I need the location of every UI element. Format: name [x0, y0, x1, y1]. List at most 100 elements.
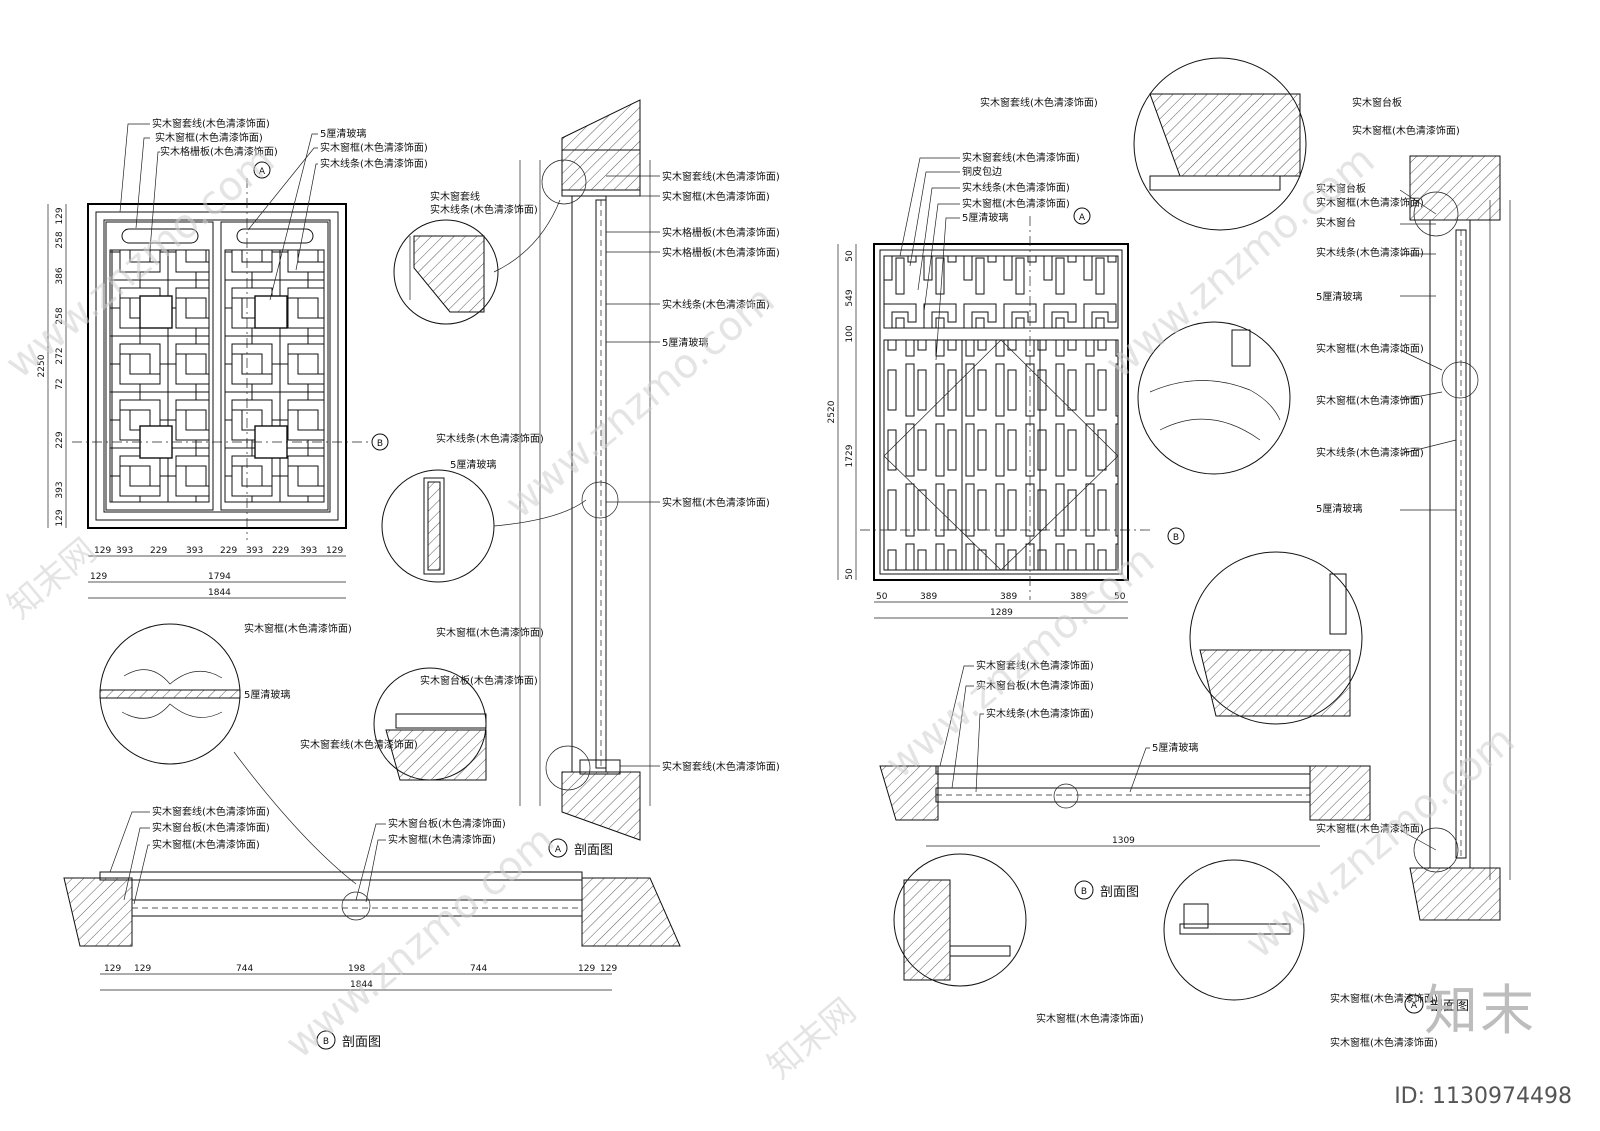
right-sa-label-6: 实木窗框(木色清漆饰面) — [1316, 394, 1424, 407]
right-sa-label-5: 实木窗框(木色清漆饰面) — [1316, 342, 1424, 355]
right-sb-label-1: 实木窗台板(木色清漆饰面) — [976, 679, 1094, 692]
dim: 1729 — [845, 444, 855, 467]
dim: 393 — [300, 546, 317, 556]
right-sa-leaders — [1399, 189, 1457, 851]
dim: 129 — [55, 207, 65, 224]
right-marker-a: A — [1079, 213, 1086, 223]
left-sb-label-1: 实木窗台板(木色清漆饰面) — [152, 821, 270, 834]
dim: 389 — [920, 592, 937, 602]
dim: 129 — [104, 964, 121, 974]
left-elevation-leaders — [119, 123, 318, 301]
dim: 72 — [55, 378, 65, 389]
left-sa-label-0: 实木窗套线(木色清漆饰面) — [662, 170, 780, 183]
left-elev-label-0: 实木窗套线(木色清漆饰面) — [152, 117, 270, 130]
left-elevation: A B 实木窗套线(木色清漆饰面) 实木窗框(木色清漆饰面) 实木格栅板(木色清… — [37, 117, 428, 599]
right-sb-leaders — [939, 665, 1150, 793]
left-detail-label-5: 实木窗台板(木色清漆饰面) — [420, 674, 538, 687]
left-width-inner-total: 1794 — [208, 572, 231, 582]
left-detail-label-6: 实木窗套线(木色清漆饰面) — [300, 738, 418, 751]
dim: 129 — [578, 964, 595, 974]
right-sb-title: 剖面图 — [1100, 885, 1139, 900]
right-sa-label-9: 实木窗框(木色清漆饰面) — [1316, 822, 1424, 835]
right-height-total: 2520 — [827, 400, 837, 423]
right-sb-label-0: 实木窗套线(木色清漆饰面) — [976, 659, 1094, 672]
left-sb-label-0: 实木窗套线(木色清漆饰面) — [152, 805, 270, 818]
dim: 50 — [1114, 592, 1126, 602]
right-detail-label-2: 实木窗套线(木色清漆饰面) — [980, 96, 1098, 109]
dim: 229 — [272, 546, 289, 556]
left-details: 实木窗套线 实木线条(木色清漆饰面) 实木线条(木色清漆饰面) 5厘清玻璃 实木… — [99, 190, 587, 885]
dim: 272 — [55, 347, 65, 364]
left-section-a: 实木窗套线(木色清漆饰面) 实木窗框(木色清漆饰面) 实木格栅板(木色清漆饰面)… — [519, 99, 780, 858]
dim: 129 — [94, 546, 111, 556]
left-height-dims: 129 258 386 258 272 72 229 393 129 — [55, 207, 65, 526]
left-elev-label-3: 5厘清玻璃 — [320, 127, 366, 140]
left-sa-marker: A — [555, 845, 562, 855]
dim: 744 — [236, 964, 253, 974]
dim: 258 — [55, 307, 65, 324]
left-marker-a: A — [259, 167, 266, 177]
left-sa-label-3: 实木格栅板(木色清漆饰面) — [662, 246, 780, 259]
brand-logo: 知末 — [1424, 979, 1536, 1042]
right-sa-label-7: 实木线条(木色清漆饰面) — [1316, 446, 1424, 459]
right-sa-label-3: 实木线条(木色清漆饰面) — [1316, 246, 1424, 259]
right-elev-label-2: 实木线条(木色清漆饰面) — [962, 181, 1070, 194]
right-elevation: A B 实木窗套线(木色清漆饰面) 铜皮包边 实木线条(木色清漆饰面) 实木窗框… — [827, 151, 1185, 619]
left-detail-label-2: 实木线条(木色清漆饰面) — [436, 432, 544, 445]
left-sa-label-7: 实木窗套线(木色清漆饰面) — [662, 760, 780, 773]
dim: 129 — [90, 572, 107, 582]
right-sb-total: 1309 — [1112, 836, 1135, 846]
dim: 229 — [220, 546, 237, 556]
watermark-text: www.znzmo.com — [277, 817, 564, 1068]
right-sa-label-0: 实木窗台板 — [1316, 182, 1366, 195]
dim: 393 — [55, 481, 65, 498]
dim: 229 — [55, 431, 65, 448]
left-elev-label-4: 实木窗框(木色清漆饰面) — [320, 141, 428, 154]
watermark-brand: 知末网 — [760, 991, 864, 1087]
right-sa-label-4: 5厘清玻璃 — [1316, 290, 1362, 303]
watermark-text: www.znzmo.com — [1237, 717, 1524, 968]
dim: 129 — [134, 964, 151, 974]
left-sb-label-3: 实木窗台板(木色清漆饰面) — [388, 817, 506, 830]
dim: 198 — [348, 964, 365, 974]
image-id: ID: 1130974498 — [1394, 1084, 1572, 1109]
left-height-total: 2250 — [37, 354, 47, 377]
left-sa-title: 剖面图 — [574, 843, 613, 858]
dim: 386 — [55, 267, 65, 284]
dim: 258 — [55, 231, 65, 248]
right-section-b: 实木窗套线(木色清漆饰面) 实木窗台板(木色清漆饰面) 实木线条(木色清漆饰面)… — [879, 659, 1371, 900]
left-sb-total: 1844 — [350, 980, 373, 990]
left-section-a-leaders — [606, 175, 660, 767]
right-details: 实木窗台板 实木窗框(木色清漆饰面) 实木窗套线(木色清漆饰面) 实木窗框(木色… — [893, 57, 1460, 1049]
left-detail-label-0: 实木窗套线 — [430, 190, 480, 203]
left-sb-title: 剖面图 — [342, 1035, 381, 1050]
right-elev-label-4: 5厘清玻璃 — [962, 211, 1008, 224]
left-detail-label-8: 5厘清玻璃 — [244, 688, 290, 701]
left-sb-marker: B — [323, 1037, 329, 1047]
left-sa-label-1: 实木窗框(木色清漆饰面) — [662, 190, 770, 203]
left-sa-label-4: 实木线条(木色清漆饰面) — [662, 298, 770, 311]
dim: 129 — [326, 546, 343, 556]
right-marker-b: B — [1173, 533, 1179, 543]
right-detail-label-0: 实木窗台板 — [1352, 96, 1402, 109]
left-sa-label-5: 5厘清玻璃 — [662, 336, 708, 349]
left-sb-leaders — [109, 811, 386, 905]
left-detail-label-1: 实木线条(木色清漆饰面) — [430, 203, 538, 216]
dim: 389 — [1070, 592, 1087, 602]
dim: 100 — [845, 325, 855, 342]
left-width-total: 1844 — [208, 588, 231, 598]
right-sb-marker: B — [1081, 887, 1087, 897]
right-sb-label-3: 5厘清玻璃 — [1152, 741, 1198, 754]
right-elev-label-1: 铜皮包边 — [962, 165, 1002, 178]
right-sa-label-8: 5厘清玻璃 — [1316, 502, 1362, 515]
left-sa-label-6: 实木窗框(木色清漆饰面) — [662, 496, 770, 509]
right-detail-label-3: 实木窗框(木色清漆饰面) — [1036, 1012, 1144, 1025]
right-elev-label-0: 实木窗套线(木色清漆饰面) — [962, 151, 1080, 164]
right-sa-title: 剖面图 — [1430, 999, 1469, 1014]
dim: 744 — [470, 964, 487, 974]
left-detail-label-3: 5厘清玻璃 — [450, 458, 496, 471]
left-width-dims: 129 393 229 393 229 393 229 393 129 — [94, 546, 343, 556]
right-detail-label-1: 实木窗框(木色清漆饰面) — [1352, 124, 1460, 137]
left-section-b: 实木窗套线(木色清漆饰面) 实木窗台板(木色清漆饰面) 实木窗框(木色清漆饰面)… — [63, 805, 681, 1050]
